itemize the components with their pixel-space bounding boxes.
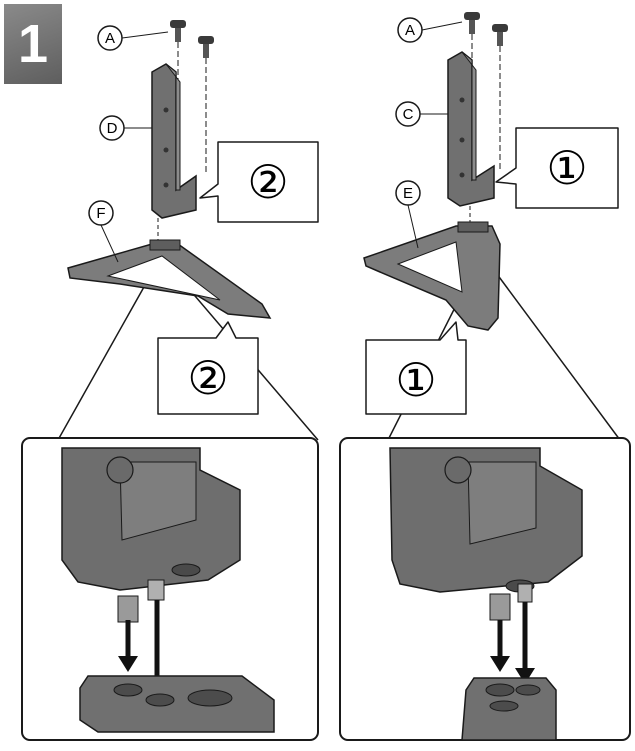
left-base xyxy=(67,239,272,319)
label-E: E xyxy=(395,180,421,249)
label-A-right-text: A xyxy=(405,22,415,39)
left-bracket xyxy=(151,63,197,219)
left-detail-panel xyxy=(21,437,319,741)
label-D-text: D xyxy=(107,120,118,137)
label-F: F xyxy=(88,200,119,263)
label-C-text: C xyxy=(403,106,414,123)
step-number: 1 xyxy=(17,14,49,74)
label-D: D xyxy=(99,115,152,141)
step-number-badge: 1 xyxy=(4,4,62,84)
label-C: C xyxy=(395,101,448,127)
callout-left-bracket: ② xyxy=(199,141,319,223)
right-screw-2 xyxy=(492,24,508,46)
callout-right-bracket-text: ① xyxy=(546,142,587,194)
right-bracket xyxy=(447,51,495,207)
left-screw-2 xyxy=(198,36,214,58)
right-assembly: A C E ① ① xyxy=(339,12,631,741)
callout-right-base: ① xyxy=(365,321,467,415)
right-detail-panel xyxy=(339,437,631,741)
callout-left-base-text: ② xyxy=(187,352,228,404)
right-base xyxy=(363,221,501,331)
label-E-text: E xyxy=(403,185,413,202)
label-A-right: A xyxy=(397,17,463,43)
callout-right-bracket: ① xyxy=(495,127,619,209)
label-F-text: F xyxy=(96,205,105,222)
callout-right-base-text: ① xyxy=(395,354,436,406)
left-screw-1 xyxy=(170,20,186,42)
callout-left-bracket-text: ② xyxy=(247,156,288,208)
right-screw-1 xyxy=(464,12,480,34)
label-A-left-text: A xyxy=(105,30,115,47)
callout-left-base: ② xyxy=(157,321,259,415)
label-A-left: A xyxy=(97,25,169,51)
left-assembly: A D F ② ② xyxy=(21,20,319,741)
